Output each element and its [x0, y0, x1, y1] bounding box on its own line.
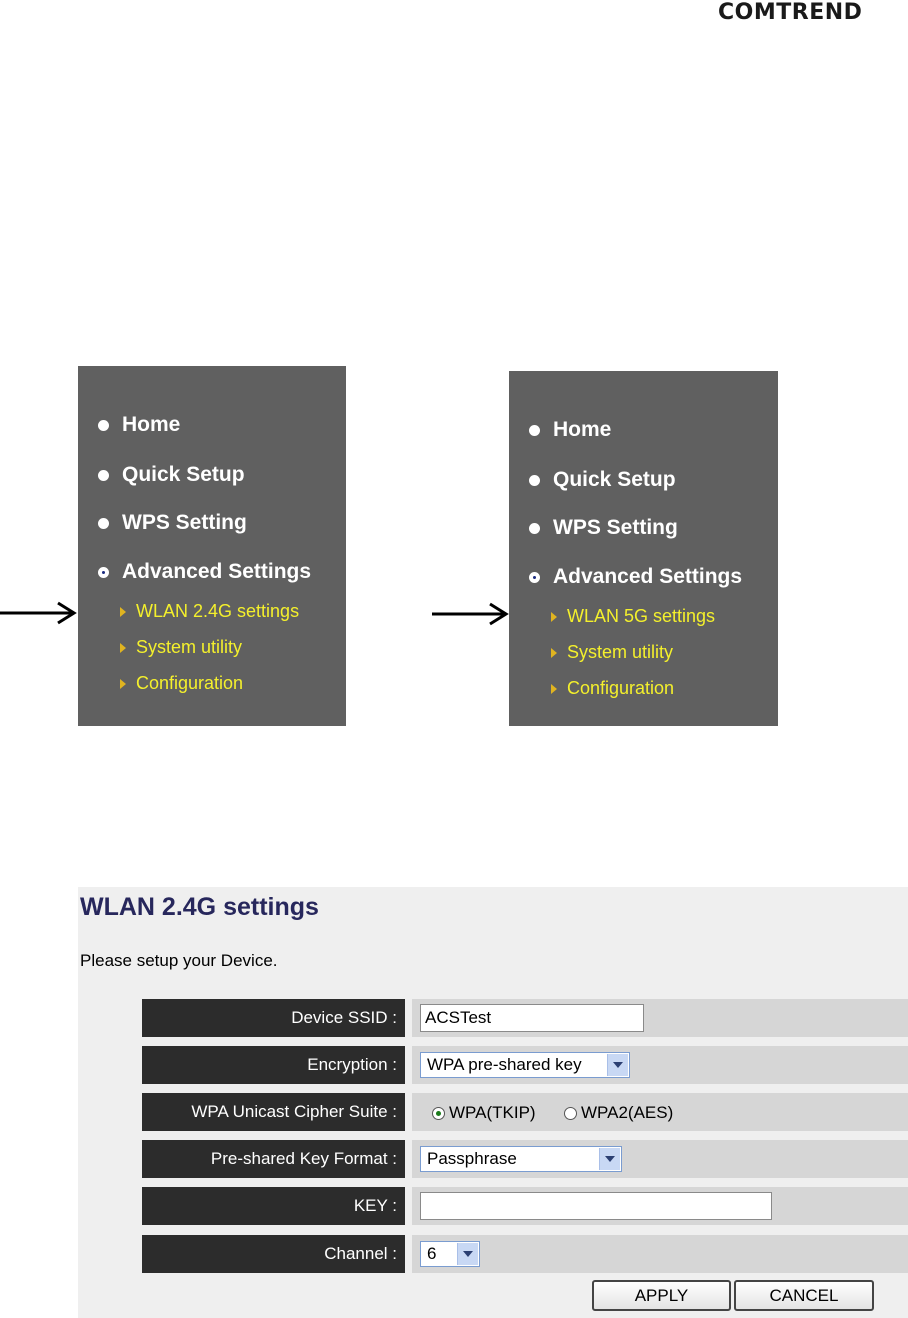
apply-button[interactable]: APPLY — [592, 1280, 731, 1311]
triangle-icon — [120, 678, 126, 689]
cipher-label: WPA Unicast Cipher Suite : — [142, 1093, 405, 1131]
radio-wpa2-aes[interactable]: WPA2(AES) — [564, 1103, 673, 1123]
radio-label: WPA2(AES) — [581, 1103, 674, 1122]
triangle-icon — [120, 642, 126, 653]
menu-item-label: WPS Setting — [122, 511, 247, 534]
menu-item-quick-setup[interactable]: Quick Setup — [98, 463, 245, 487]
menu-item-label: Advanced Settings — [553, 565, 743, 588]
menu-item-label: Advanced Settings — [122, 560, 312, 583]
page-title: WLAN 2.4G settings — [80, 893, 319, 921]
triangle-icon — [551, 611, 557, 622]
key-format-selected-value: Passphrase — [427, 1149, 517, 1168]
key-input[interactable] — [420, 1192, 772, 1220]
key-format-value-cell: Passphrase — [412, 1140, 908, 1178]
triangle-icon — [551, 683, 557, 694]
channel-select[interactable]: 6 — [420, 1241, 480, 1267]
submenu-item-label: Configuration — [567, 678, 675, 698]
menu-item-quick-setup[interactable]: Quick Setup — [529, 468, 676, 492]
menu-item-label: Quick Setup — [553, 468, 676, 491]
submenu-item-label: System utility — [136, 637, 243, 657]
sidebar-menu-5g: Home Quick Setup WPS Setting Advanced Se… — [509, 371, 778, 726]
menu-item-advanced-settings[interactable]: Advanced Settings — [529, 565, 742, 589]
ssid-input[interactable] — [420, 1004, 644, 1032]
submenu-item-configuration[interactable]: Configuration — [120, 673, 243, 694]
radio-unchecked-icon — [564, 1106, 577, 1120]
active-bullet-icon — [529, 571, 540, 583]
menu-item-label: Home — [122, 413, 181, 436]
key-format-label: Pre-shared Key Format : — [142, 1140, 405, 1178]
form-row-key: KEY : — [142, 1187, 908, 1225]
triangle-icon — [120, 606, 126, 617]
menu-item-wps-setting[interactable]: WPS Setting — [529, 516, 678, 540]
key-label: KEY : — [142, 1187, 405, 1225]
submenu-item-wlan-24g[interactable]: WLAN 2.4G settings — [120, 601, 299, 622]
form-row-key-format: Pre-shared Key Format : Passphrase — [142, 1140, 908, 1178]
comtrend-logo: COMTREND — [718, 0, 863, 25]
form-row-encryption: Encryption : WPA pre-shared key — [142, 1046, 908, 1084]
chevron-down-icon — [457, 1243, 478, 1265]
key-value-cell — [412, 1187, 908, 1225]
menu-item-wps-setting[interactable]: WPS Setting — [98, 511, 247, 535]
radio-wpa-tkip[interactable]: WPA(TKIP) — [432, 1103, 536, 1123]
active-bullet-icon — [98, 566, 109, 578]
submenu-item-configuration[interactable]: Configuration — [551, 678, 674, 699]
menu-item-home[interactable]: Home — [529, 418, 611, 442]
submenu-item-label: Configuration — [136, 673, 244, 693]
ssid-label: Device SSID : — [142, 999, 405, 1037]
arrow-right-icon — [0, 601, 77, 625]
bullet-icon — [98, 419, 109, 431]
encryption-selected-value: WPA pre-shared key — [427, 1055, 582, 1074]
form-row-channel: Channel : 6 — [142, 1235, 908, 1273]
chevron-down-icon — [607, 1054, 628, 1076]
menu-item-label: Quick Setup — [122, 463, 245, 486]
menu-item-label: Home — [553, 418, 612, 441]
page-description: Please setup your Device. — [80, 951, 278, 970]
encryption-select[interactable]: WPA pre-shared key — [420, 1052, 630, 1078]
submenu-item-label: System utility — [567, 642, 674, 662]
arrow-right-icon — [432, 602, 509, 626]
submenu-item-label: WLAN 2.4G settings — [136, 601, 300, 621]
cipher-value-cell: WPA(TKIP) WPA2(AES) — [412, 1093, 908, 1131]
ssid-value-cell — [412, 999, 908, 1037]
channel-selected-value: 6 — [427, 1244, 437, 1263]
bullet-icon — [98, 469, 109, 481]
form-row-cipher: WPA Unicast Cipher Suite : WPA(TKIP) WPA… — [142, 1093, 908, 1131]
submenu-item-system-utility[interactable]: System utility — [551, 642, 673, 663]
radio-checked-icon — [432, 1106, 445, 1120]
submenu-item-system-utility[interactable]: System utility — [120, 637, 242, 658]
submenu-item-wlan-5g[interactable]: WLAN 5G settings — [551, 606, 715, 627]
form-row-ssid: Device SSID : — [142, 999, 908, 1037]
encryption-label: Encryption : — [142, 1046, 405, 1084]
bullet-icon — [529, 424, 540, 436]
sidebar-menu-24g: Home Quick Setup WPS Setting Advanced Se… — [78, 366, 346, 726]
cancel-button[interactable]: CANCEL — [734, 1280, 874, 1311]
triangle-icon — [551, 647, 557, 658]
menu-item-advanced-settings[interactable]: Advanced Settings — [98, 560, 311, 584]
menu-item-label: WPS Setting — [553, 516, 678, 539]
channel-label: Channel : — [142, 1235, 405, 1273]
chevron-down-icon — [599, 1148, 620, 1170]
key-format-select[interactable]: Passphrase — [420, 1146, 622, 1172]
bullet-icon — [98, 517, 109, 529]
bullet-icon — [529, 474, 540, 486]
submenu-item-label: WLAN 5G settings — [567, 606, 716, 626]
wlan-settings-panel: WLAN 2.4G settings Please setup your Dev… — [78, 887, 908, 1318]
radio-label: WPA(TKIP) — [449, 1103, 536, 1122]
channel-value-cell: 6 — [412, 1235, 908, 1273]
bullet-icon — [529, 522, 540, 534]
menu-item-home[interactable]: Home — [98, 413, 180, 437]
encryption-value-cell: WPA pre-shared key — [412, 1046, 908, 1084]
